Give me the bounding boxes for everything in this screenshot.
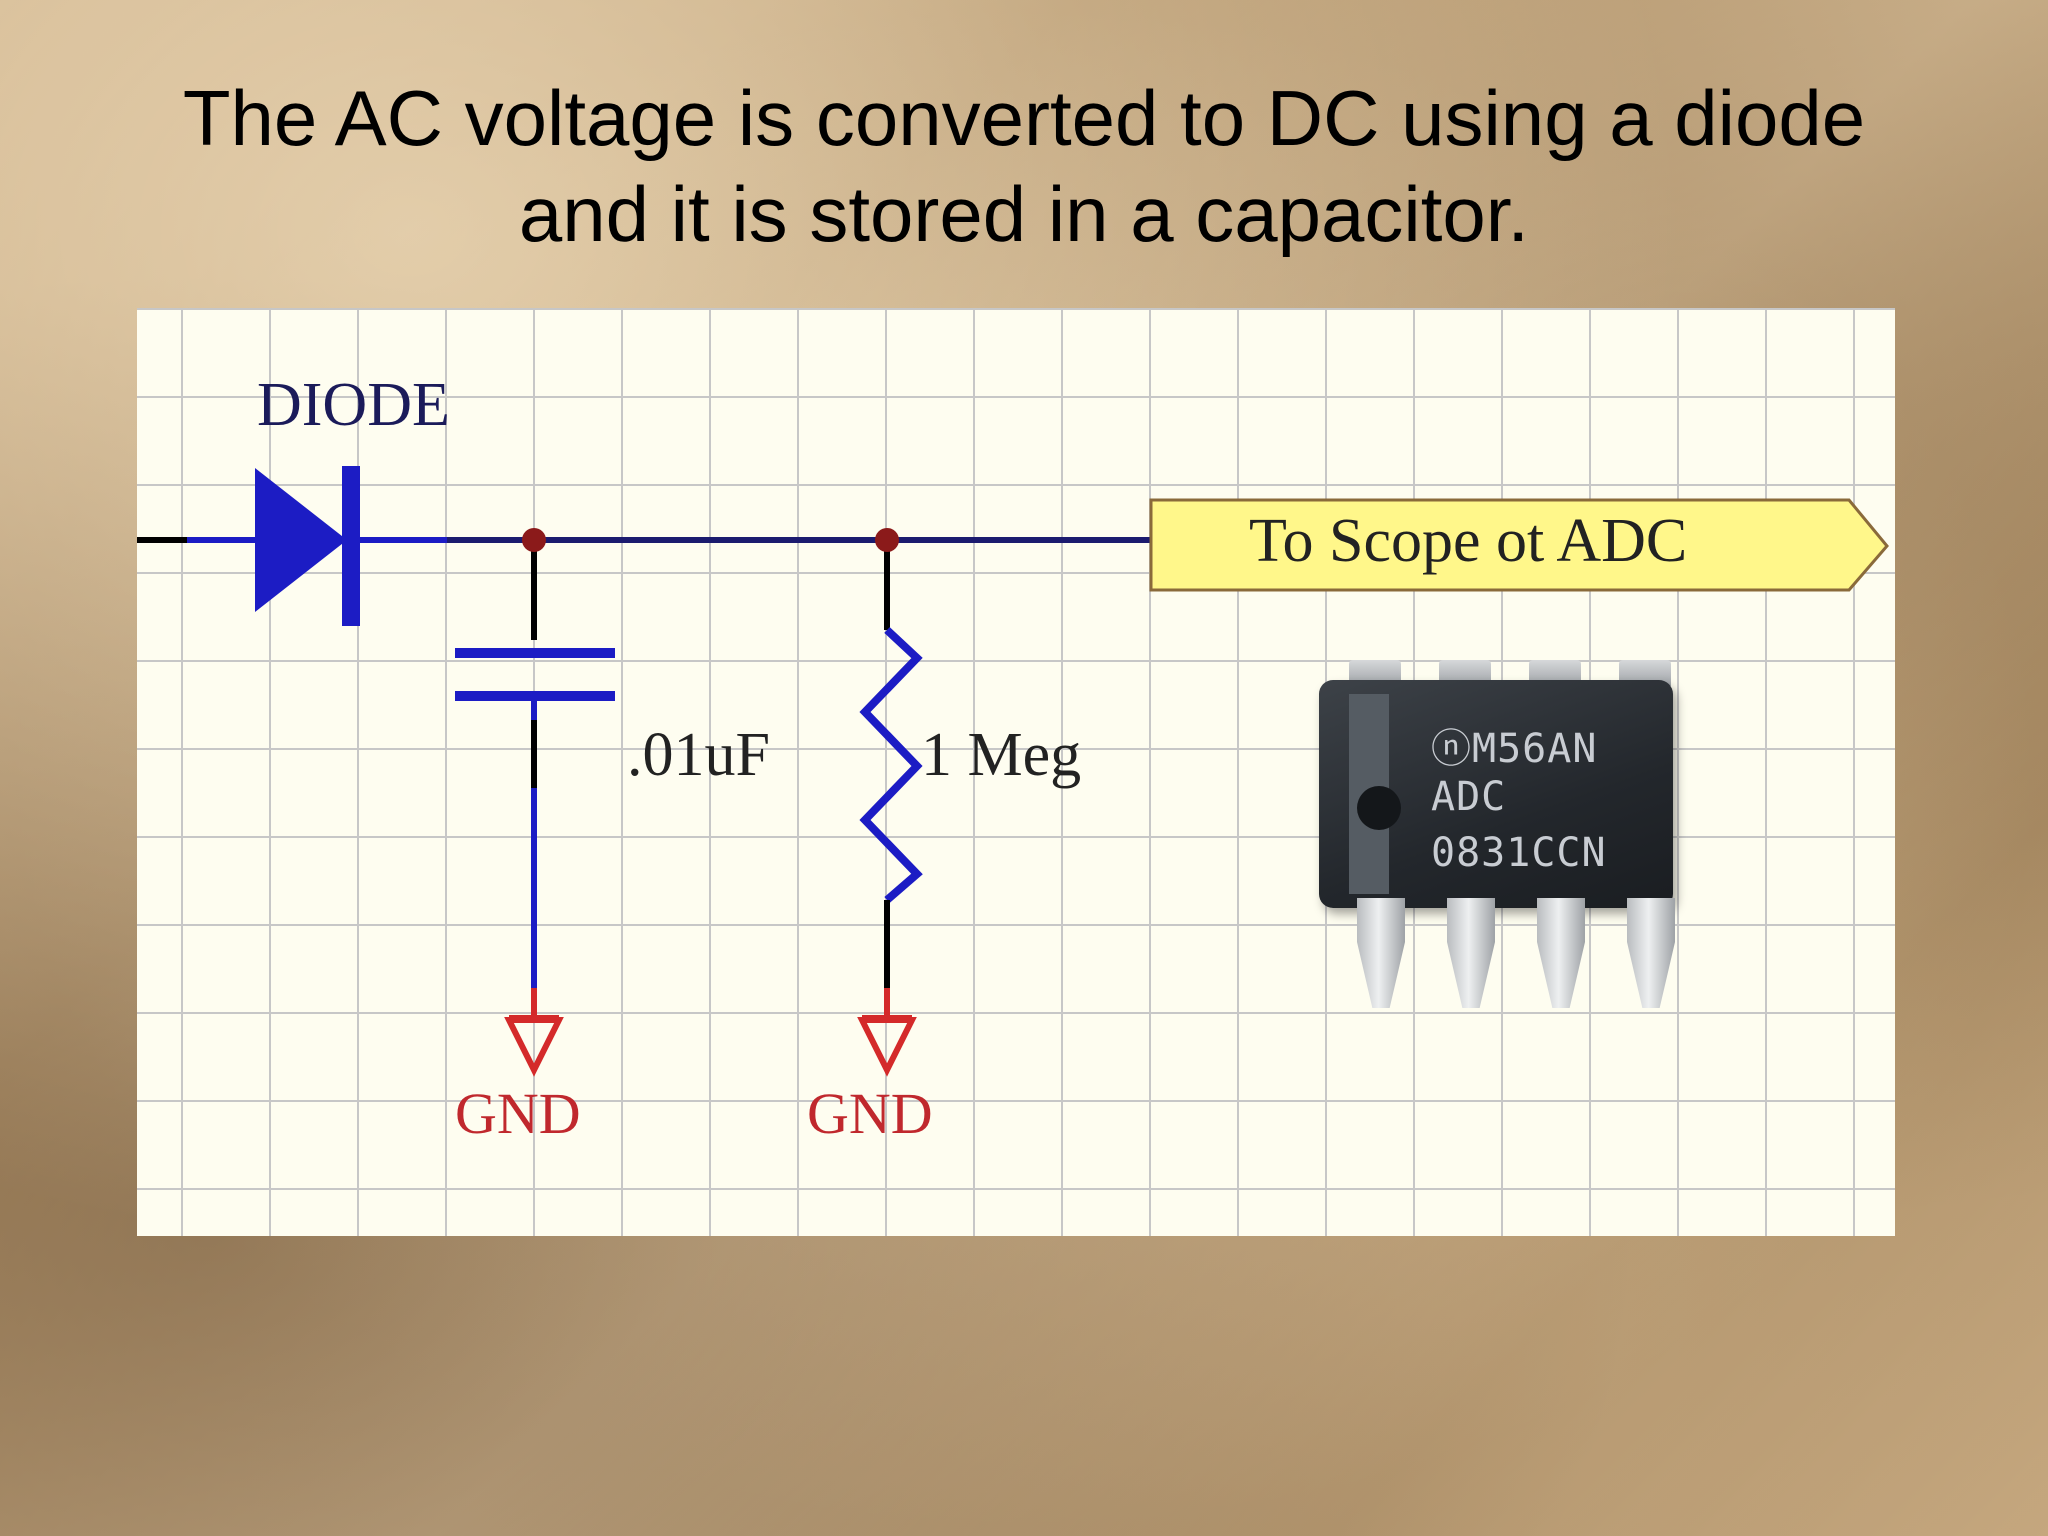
- chip-body: ⓝM56AN ADC 0831CCN: [1319, 680, 1673, 908]
- diode-label: DIODE: [257, 371, 450, 439]
- chip-bottom-pin: [1447, 898, 1495, 1008]
- chip-bottom-pin: [1357, 898, 1405, 1008]
- diode-anode-triangle: [255, 468, 347, 612]
- chip-marking-line-1: ⓝM56AN: [1431, 726, 1598, 772]
- resistor-zigzag: [859, 627, 923, 904]
- junction-dot-cap: [522, 528, 546, 552]
- ground-label-1: GND: [455, 1081, 581, 1146]
- schematic-panel: DIODE .01uF 1 Meg GND GND To Scope ot AD…: [137, 308, 1895, 1236]
- chip-bottom-pin: [1537, 898, 1585, 1008]
- capacitor-label: .01uF: [627, 721, 770, 789]
- schematic-drawing: [137, 466, 1889, 1077]
- slide-title: The AC voltage is converted to DC using …: [0, 70, 2048, 262]
- chip-notch: [1357, 786, 1401, 830]
- slide-title-line-1: The AC voltage is converted to DC using …: [182, 74, 1866, 162]
- junction-dot-res: [875, 528, 899, 552]
- ground-label-2: GND: [807, 1081, 933, 1146]
- output-port-shape: [1149, 498, 1889, 592]
- gnd1-symbol: [504, 1017, 564, 1077]
- chip-marking-line-3: 0831CCN: [1431, 830, 1607, 876]
- resistor-label: 1 Meg: [921, 721, 1082, 789]
- adc-chip-image: ⓝM56AN ADC 0831CCN: [1285, 650, 1725, 1030]
- chip-marking-line-2: ADC: [1431, 774, 1507, 820]
- output-port-label: To Scope ot ADC: [1249, 507, 1688, 575]
- chip-bottom-pin: [1627, 898, 1675, 1008]
- slide-title-line-2: and it is stored in a capacitor.: [518, 170, 1530, 258]
- gnd2-symbol: [857, 1017, 917, 1077]
